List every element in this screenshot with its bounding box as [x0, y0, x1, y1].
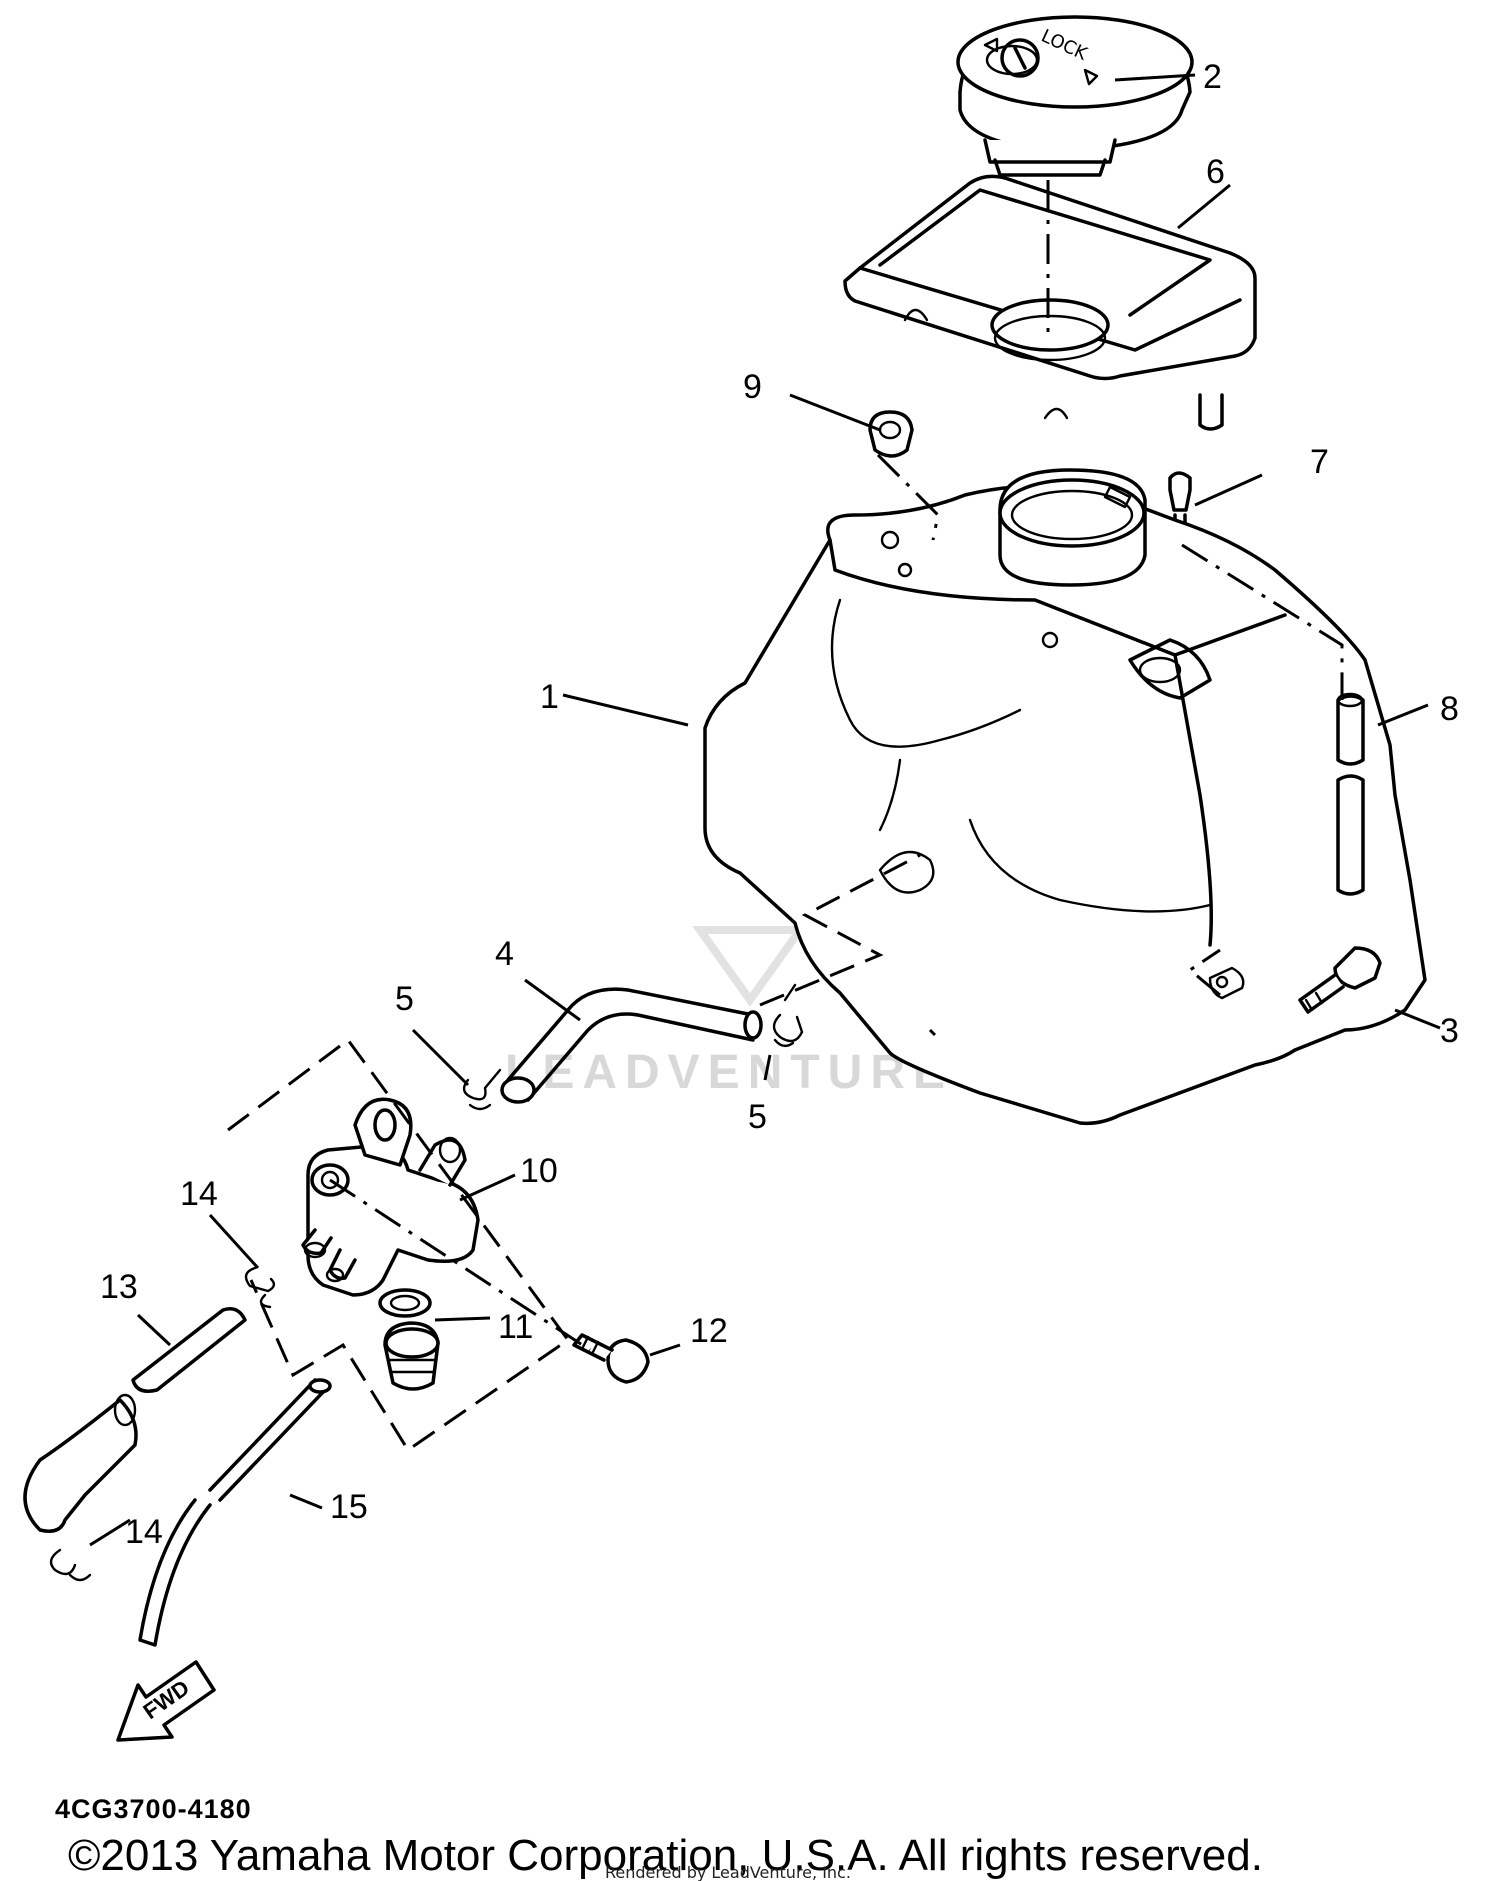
- label-15: 15: [330, 1488, 368, 1526]
- label-6: 6: [1206, 153, 1225, 191]
- leader-lines: [89, 73, 1441, 1547]
- label-9: 9: [743, 368, 762, 406]
- label-1: 1: [540, 678, 559, 716]
- label-5-lower: 5: [748, 1098, 767, 1136]
- clip-14-upper[interactable]: [244, 1266, 276, 1309]
- part-number-labels: 2 6 9 7 1 8 3 4 5 5 10 14 11 12 13 15 14: [100, 58, 1459, 1551]
- label-11: 11: [498, 1308, 533, 1346]
- label-10: 10: [520, 1152, 558, 1190]
- label-8: 8: [1440, 690, 1459, 728]
- fuel-cock-10[interactable]: [301, 1097, 480, 1297]
- clip-5-lower[interactable]: [772, 983, 804, 1048]
- label-5-upper: 5: [395, 980, 414, 1018]
- label-4: 4: [495, 935, 514, 973]
- assembly-lines: [227, 180, 1344, 1453]
- label-14-upper: 14: [180, 1175, 218, 1213]
- label-2: 2: [1203, 58, 1222, 96]
- clip-5-upper[interactable]: [462, 1068, 502, 1111]
- drain-plug[interactable]: [383, 1321, 440, 1391]
- label-13: 13: [100, 1268, 138, 1306]
- watermark-text: LEADVENTURE: [505, 1046, 953, 1099]
- label-3: 3: [1440, 1012, 1459, 1050]
- hose-15[interactable]: [138, 1378, 332, 1647]
- label-7: 7: [1310, 443, 1329, 481]
- fuel-hose-13[interactable]: [23, 1307, 247, 1533]
- fuel-tank[interactable]: [703, 468, 1427, 1126]
- copyright-notice: ©2013 Yamaha Motor Corporation, U.S.A. A…: [68, 1831, 1263, 1880]
- vent-hose-8[interactable]: [1336, 692, 1365, 896]
- fwd-arrow: FWD: [116, 1660, 216, 1742]
- fuel-hose-4[interactable]: [500, 987, 763, 1104]
- leadventure-watermark: LEADVENTURE: [505, 760, 953, 1099]
- fuel-cap[interactable]: LOCK: [956, 15, 1194, 177]
- bolt-3[interactable]: [1298, 946, 1382, 1014]
- tank-cover[interactable]: [843, 174, 1257, 431]
- collar-9[interactable]: [868, 410, 914, 458]
- o-ring-11[interactable]: [378, 1288, 432, 1318]
- drawing-code: 4CG3700-4180: [55, 1794, 252, 1824]
- label-12: 12: [690, 1312, 728, 1350]
- rendered-by-notice: Rendered by LeadVenture, Inc.: [605, 1863, 851, 1881]
- label-14-lower: 14: [125, 1513, 163, 1551]
- clip-14-lower[interactable]: [49, 1548, 92, 1582]
- screw-12[interactable]: [572, 1333, 650, 1384]
